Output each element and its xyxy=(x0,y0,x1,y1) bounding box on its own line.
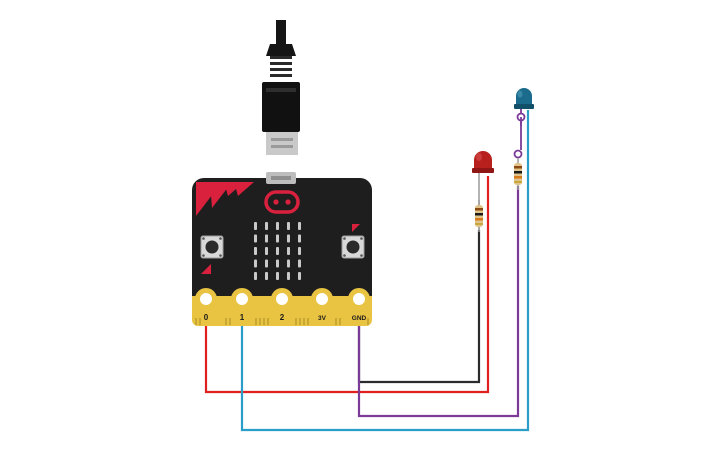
matrix-led xyxy=(254,272,257,280)
pin-3v-pad[interactable] xyxy=(311,288,333,310)
logo-touch-icon[interactable] xyxy=(264,190,300,214)
button-b[interactable] xyxy=(341,235,365,259)
matrix-led xyxy=(287,247,290,255)
button-b-marker-icon xyxy=(352,224,360,232)
wires xyxy=(204,110,530,432)
resistor-blue-junction xyxy=(513,149,523,159)
matrix-led xyxy=(298,272,301,280)
matrix-led xyxy=(265,234,268,243)
matrix-led xyxy=(276,247,279,255)
matrix-led xyxy=(298,222,301,230)
matrix-led xyxy=(298,234,301,243)
board-corner-graphic xyxy=(196,182,254,216)
matrix-led xyxy=(265,272,268,280)
wire-red[interactable] xyxy=(204,176,490,394)
matrix-led xyxy=(254,222,257,230)
pin-pads xyxy=(195,288,370,310)
wire-purple[interactable] xyxy=(357,186,520,418)
pin-1-pad[interactable] xyxy=(231,288,253,310)
pin-2-label: 2 xyxy=(280,313,285,322)
matrix-led xyxy=(254,234,257,243)
usb-cable-cord xyxy=(276,20,286,44)
pin-0-label: 0 xyxy=(204,313,209,322)
led-red[interactable] xyxy=(472,151,494,173)
matrix-led xyxy=(276,259,279,268)
matrix-led xyxy=(287,272,290,280)
usb-cable[interactable] xyxy=(262,20,300,155)
pin-2-pad[interactable] xyxy=(271,288,293,310)
pin-0-pad[interactable] xyxy=(195,288,217,310)
matrix-led xyxy=(287,222,290,230)
matrix-led xyxy=(265,247,268,255)
matrix-led xyxy=(265,222,268,230)
matrix-led xyxy=(254,247,257,255)
wire-cyan[interactable] xyxy=(240,110,530,432)
usb-cable-strain-relief xyxy=(266,44,296,56)
wire-black[interactable] xyxy=(357,230,481,384)
matrix-led xyxy=(298,259,301,268)
led-matrix xyxy=(254,222,301,280)
resistor-blue[interactable] xyxy=(514,158,522,190)
button-a[interactable] xyxy=(200,235,224,259)
usb-plug-body xyxy=(262,82,300,132)
edge-connector-ticks xyxy=(195,318,369,325)
button-a-marker-icon xyxy=(201,264,211,274)
matrix-led xyxy=(287,234,290,243)
matrix-led xyxy=(298,247,301,255)
matrix-led xyxy=(265,259,268,268)
pin-1-label: 1 xyxy=(240,313,245,322)
matrix-led xyxy=(276,272,279,280)
matrix-led xyxy=(276,234,279,243)
pin-gnd-label: GND xyxy=(352,315,367,322)
microbit-board[interactable]: 0 1 2 3V GND xyxy=(192,172,372,326)
matrix-led xyxy=(276,222,279,230)
pin-3v-label: 3V xyxy=(318,315,327,322)
matrix-led xyxy=(254,259,257,268)
matrix-led xyxy=(287,259,290,268)
led-blue[interactable] xyxy=(514,88,534,109)
usb-plug-tip xyxy=(266,132,298,155)
resistor-red[interactable] xyxy=(475,200,483,232)
pin-gnd-pad[interactable] xyxy=(348,288,370,310)
